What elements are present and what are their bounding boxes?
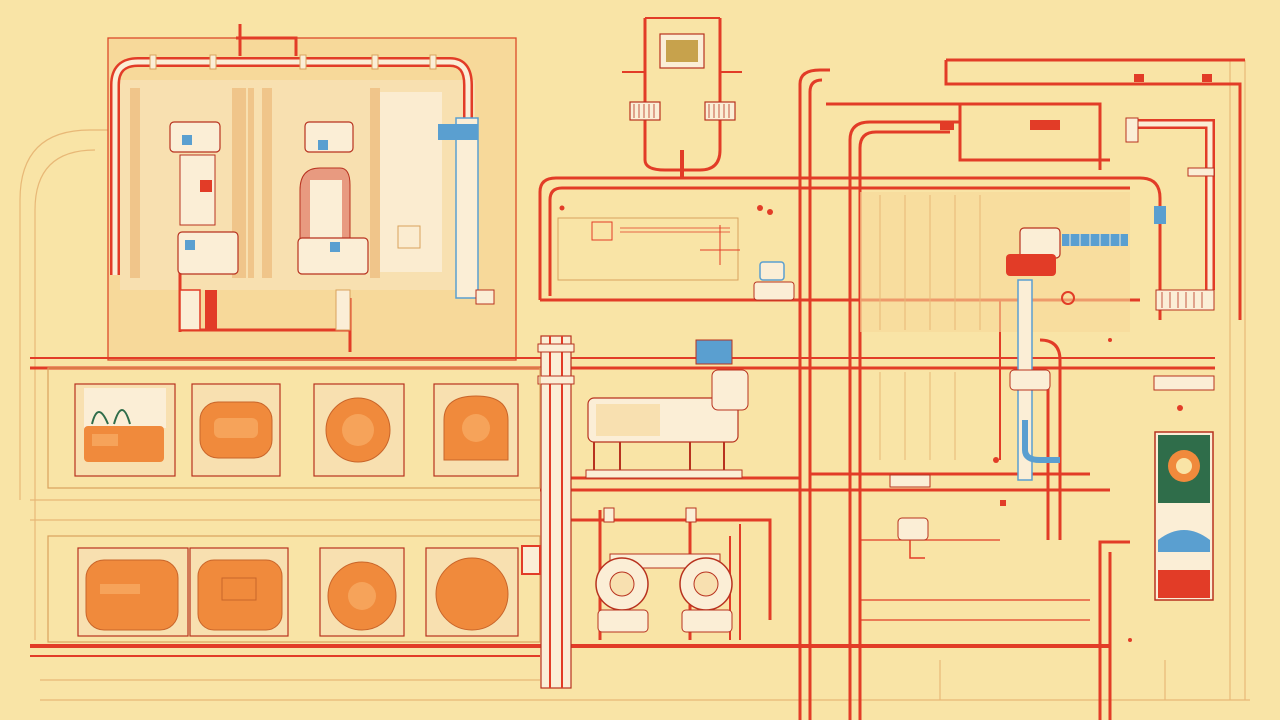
compressor-right bbox=[679, 557, 733, 633]
upper-manifold bbox=[826, 102, 1102, 170]
header-pipe-flanges bbox=[149, 54, 437, 70]
right-pump-assembly bbox=[1006, 227, 1128, 481]
valve-markers bbox=[559, 74, 1212, 642]
tank-bay-7 bbox=[319, 547, 405, 637]
side-panel bbox=[380, 92, 442, 272]
tank-row-lower bbox=[47, 535, 541, 643]
right-tall-column bbox=[1125, 117, 1215, 391]
central-pipe-column bbox=[537, 335, 575, 689]
right-drop-pipe bbox=[1098, 540, 1130, 720]
central-heat-exchanger bbox=[585, 339, 749, 479]
header-pipe-inner bbox=[112, 59, 471, 295]
machine-room-top-left bbox=[107, 24, 517, 361]
small-valve-cluster bbox=[897, 517, 929, 559]
compressor-supply bbox=[570, 518, 772, 620]
small-pump bbox=[753, 261, 795, 301]
tank-bay-2 bbox=[191, 383, 281, 477]
background-frame-lines bbox=[19, 60, 1250, 701]
valve-grilles bbox=[633, 104, 730, 118]
tank-bay-6 bbox=[189, 547, 289, 637]
hall-slats bbox=[879, 195, 981, 460]
tank-row-upper bbox=[47, 367, 541, 489]
tank-bay-5 bbox=[77, 547, 189, 637]
loop-pipe-upper bbox=[538, 176, 1162, 320]
top-feed-pipe bbox=[236, 24, 298, 56]
info-poster bbox=[1154, 431, 1214, 601]
tank-bay-3 bbox=[313, 383, 405, 477]
side-panel-box bbox=[397, 225, 421, 249]
tank-bay-8 bbox=[425, 547, 519, 637]
pump-unit-left bbox=[169, 121, 239, 331]
right-hall bbox=[860, 192, 1130, 621]
pump-unit-center bbox=[297, 121, 369, 331]
twin-compressors bbox=[595, 507, 733, 633]
gauge-panel bbox=[557, 217, 795, 301]
room-inner-outline bbox=[107, 37, 517, 361]
tank-bay-1 bbox=[74, 383, 176, 477]
loop-pipe-inner bbox=[548, 186, 1130, 296]
vertical-filter-column bbox=[438, 117, 495, 305]
riser-pipe-b bbox=[808, 78, 823, 720]
riser-pipe-c bbox=[848, 120, 960, 720]
room-slats bbox=[130, 88, 380, 278]
compressor-left bbox=[595, 557, 649, 633]
top-right-header bbox=[944, 60, 1242, 320]
hanging-valve-assembly bbox=[622, 17, 742, 178]
riser-pipe-a bbox=[798, 68, 830, 720]
tank-bay-4 bbox=[433, 383, 519, 477]
